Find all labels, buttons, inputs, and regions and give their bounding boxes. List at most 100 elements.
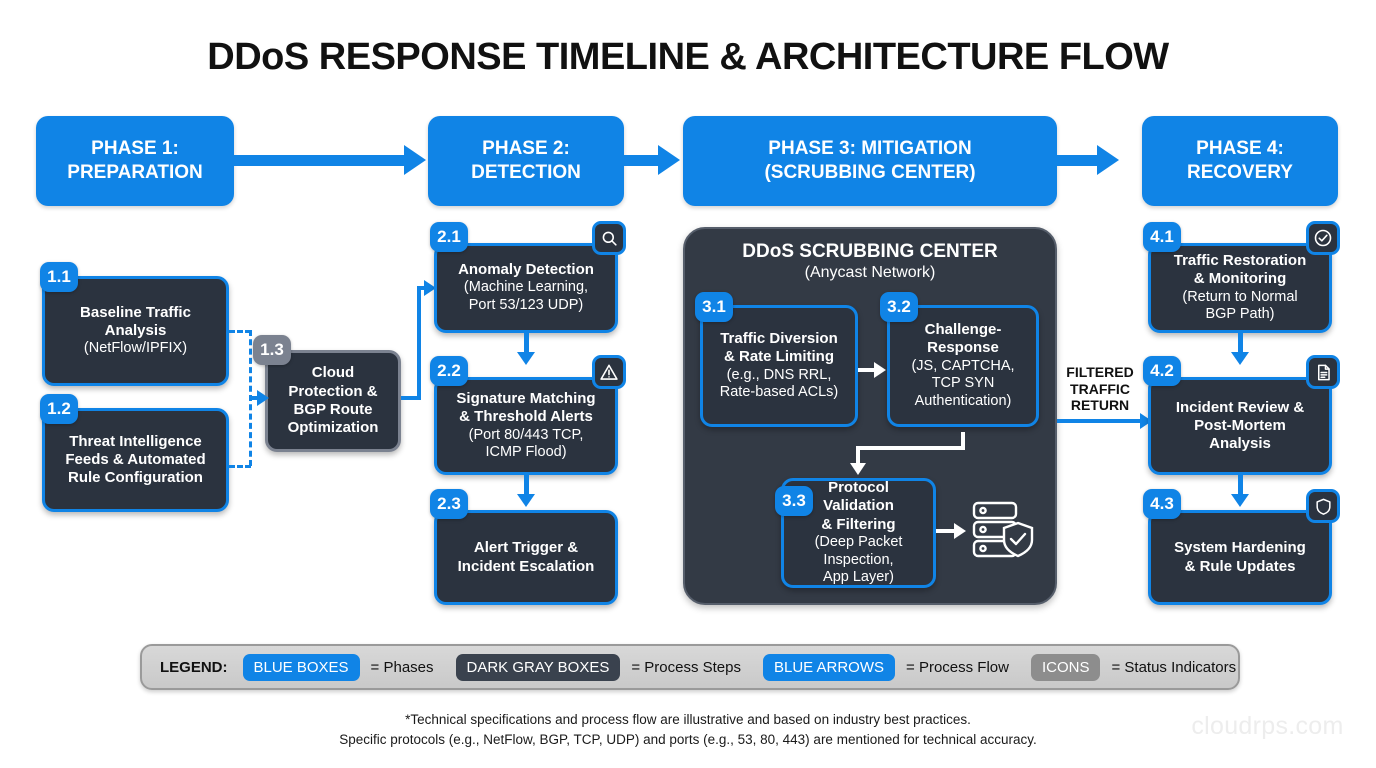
step-box-4-3[interactable]: System Hardening & Rule Updates xyxy=(1148,510,1332,605)
step-box-3-1[interactable]: Traffic Diversion & Rate Limiting (e.g.,… xyxy=(700,305,858,427)
step-1-3-title-line-3: BGP Route xyxy=(293,401,373,418)
step-badge-3-3: 3.3 xyxy=(775,486,813,516)
step-1-3-title-line-1: Cloud xyxy=(311,364,355,382)
document-icon xyxy=(1306,355,1340,389)
search-icon xyxy=(592,221,626,255)
step-badge-3-1: 3.1 xyxy=(695,292,733,322)
step-4-1-title-line-2: & Monitoring xyxy=(1193,270,1287,288)
step-box-2-3[interactable]: Alert Trigger & Incident Escalation xyxy=(434,510,618,605)
step-1-3-title-line-2: Protection & xyxy=(288,382,378,400)
step-3-1-title-line-1: Traffic Diversion xyxy=(720,330,838,348)
phase-arrow-2-shaft xyxy=(624,155,660,166)
phase-3-line-1: PHASE 3: MITIGATION xyxy=(768,137,972,159)
phase-header-3[interactable]: PHASE 3: MITIGATION (SCRUBBING CENTER) xyxy=(683,116,1057,206)
elbow-3-2-across xyxy=(856,446,965,450)
elbow-3-2-down xyxy=(961,432,965,450)
step-3-2-title-line-1: Challenge- xyxy=(924,321,1002,339)
arrow-3-1-to-3-2-head xyxy=(874,362,886,378)
arrow-2-2-to-2-3-head xyxy=(517,494,535,507)
shield-icon xyxy=(1306,489,1340,523)
step-2-3-title-line-1: Alert Trigger & xyxy=(473,539,579,557)
step-4-2-title-line-2: Post-Mortem xyxy=(1194,416,1286,434)
phase-header-4[interactable]: PHASE 4: RECOVERY xyxy=(1142,116,1338,206)
step-1-2-title-line-1: Threat Intelligence xyxy=(69,432,202,450)
legend-chip-dark-gray-boxes[interactable]: DARK GRAY BOXES xyxy=(455,653,621,681)
elbow-3-3-head xyxy=(850,463,866,475)
phase-arrow-3-shaft xyxy=(1057,155,1099,166)
step-3-3-sub-line-3: App Layer) xyxy=(823,569,894,586)
phase-header-1[interactable]: PHASE 1: PREPARATION xyxy=(36,116,234,206)
legend-text-blue-arrows: = Process Flow xyxy=(906,658,1009,676)
step-4-3-title-line-2: & Rule Updates xyxy=(1184,557,1296,575)
footnote-line-2: Specific protocols (e.g., NetFlow, BGP, … xyxy=(339,732,1037,748)
legend-chip-icons[interactable]: ICONS xyxy=(1030,653,1101,681)
step-3-2-sub-line-1: (JS, CAPTCHA, xyxy=(911,357,1015,374)
step-box-1-3[interactable]: Cloud Protection & BGP Route Optimizatio… xyxy=(265,350,401,452)
step-badge-1-3: 1.3 xyxy=(253,335,291,365)
legend-text-icons: = Status Indicators xyxy=(1111,658,1237,676)
step-1-2-title-line-3: Rule Configuration xyxy=(67,469,203,487)
legend-bar: LEGEND: BLUE BOXES = Phases DARK GRAY BO… xyxy=(140,644,1240,690)
step-1-1-title-line-1: Baseline Traffic xyxy=(80,303,191,321)
step-1-1-title-line-2: Analysis xyxy=(104,322,167,340)
step-box-1-2[interactable]: Threat Intelligence Feeds & Automated Ru… xyxy=(42,408,229,512)
step-3-1-sub-line-1: (e.g., DNS RRL, xyxy=(726,366,832,383)
arrow-3-3-to-server-head xyxy=(954,523,966,539)
phase-4-line-1: PHASE 4: xyxy=(1196,137,1284,159)
step-box-2-1[interactable]: Anomaly Detection (Machine Learning, Por… xyxy=(434,243,618,333)
line-1-3-to-2-1-b xyxy=(417,286,421,400)
step-box-4-1[interactable]: Traffic Restoration & Monitoring (Return… xyxy=(1148,243,1332,333)
footnote-line-1: *Technical specifications and process fl… xyxy=(405,712,971,727)
phase-arrow-1-shaft xyxy=(234,155,406,166)
step-box-3-3[interactable]: Protocol Validation & Filtering (Deep Pa… xyxy=(781,478,936,588)
step-badge-2-2: 2.2 xyxy=(430,356,468,386)
filtered-traffic-return-label: FILTERED TRAFFIC RETURN xyxy=(1055,364,1145,414)
step-badge-1-1: 1.1 xyxy=(40,262,78,292)
step-badge-4-1: 4.1 xyxy=(1143,222,1181,252)
dash-from-1-2 xyxy=(229,465,251,468)
step-box-3-2[interactable]: Challenge- Response (JS, CAPTCHA, TCP SY… xyxy=(887,305,1039,427)
arrow-2-1-to-2-2-shaft xyxy=(524,333,529,355)
arrow-4-1-to-4-2-shaft xyxy=(1238,333,1243,355)
step-box-2-2[interactable]: Signature Matching & Threshold Alerts (P… xyxy=(434,377,618,475)
line-1-3-to-2-1-c xyxy=(417,286,429,290)
phase-2-line-1: PHASE 2: xyxy=(482,137,570,159)
step-box-1-1[interactable]: Baseline Traffic Analysis (NetFlow/IPFIX… xyxy=(42,276,229,386)
legend-text-blue-boxes: = Phases xyxy=(370,658,434,676)
phase-4-line-2: RECOVERY xyxy=(1187,162,1293,183)
legend-chip-blue-boxes[interactable]: BLUE BOXES xyxy=(242,653,360,681)
step-badge-3-2: 3.2 xyxy=(880,292,918,322)
elbow-3-3-down xyxy=(856,446,860,466)
server-shield-icon xyxy=(968,497,1034,563)
filtered-label-line-3: RETURN xyxy=(1070,397,1130,414)
step-2-1-sub-line-2: Port 53/123 UDP) xyxy=(468,297,584,314)
legend-title: LEGEND: xyxy=(160,658,228,676)
check-circle-icon xyxy=(1306,221,1340,255)
step-1-3-title-line-4: Optimization xyxy=(287,419,379,437)
phase-1-line-2: PREPARATION xyxy=(67,162,203,183)
watermark: cloudrps.com xyxy=(1191,712,1344,740)
phase-1-line-1: PHASE 1: xyxy=(91,137,179,159)
filtered-traffic-shaft xyxy=(1057,419,1145,423)
step-3-2-sub-line-3: Authentication) xyxy=(914,393,1012,410)
arrow-4-2-to-4-3-head xyxy=(1231,494,1249,507)
step-2-3-title-line-2: Incident Escalation xyxy=(457,557,595,575)
footnote: *Technical specifications and process fl… xyxy=(0,710,1376,751)
step-badge-4-2: 4.2 xyxy=(1143,356,1181,386)
scrubbing-center-title: DDoS SCRUBBING CENTER xyxy=(742,241,998,262)
warning-icon xyxy=(592,355,626,389)
dash-from-1-1 xyxy=(229,330,251,333)
step-box-4-2[interactable]: Incident Review & Post-Mortem Analysis xyxy=(1148,377,1332,475)
arrow-3-3-to-server-shaft xyxy=(936,529,956,533)
line-1-3-to-2-1-a xyxy=(401,396,421,400)
phase-header-2[interactable]: PHASE 2: DETECTION xyxy=(428,116,624,206)
legend-chip-blue-arrows[interactable]: BLUE ARROWS xyxy=(762,653,896,681)
phase-2-line-2: DETECTION xyxy=(471,162,581,183)
step-badge-2-1: 2.1 xyxy=(430,222,468,252)
step-3-1-title-line-2: & Rate Limiting xyxy=(723,348,834,366)
phase-arrow-3-head xyxy=(1097,145,1119,175)
step-4-2-title-line-1: Incident Review & xyxy=(1175,398,1305,416)
scrubbing-center-subtitle: (Anycast Network) xyxy=(804,264,936,281)
page-title: DDoS RESPONSE TIMELINE & ARCHITECTURE FL… xyxy=(207,36,1169,78)
step-4-3-title-line-1: System Hardening xyxy=(1174,539,1306,557)
